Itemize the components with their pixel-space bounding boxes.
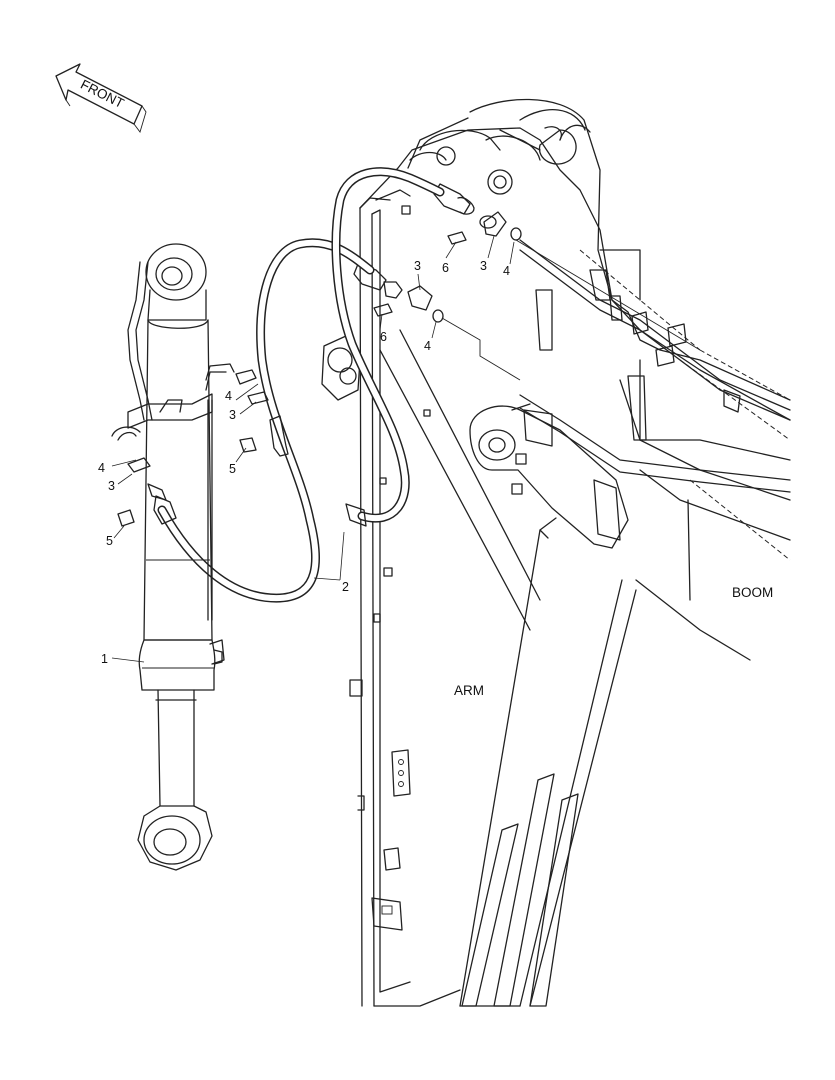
callout-3-right-upper: 3 <box>480 259 487 273</box>
front-arrow-icon: FRONT <box>55 63 147 133</box>
callout-3-right-lower: 3 <box>414 259 421 273</box>
front-arrow-label: FRONT <box>78 77 126 111</box>
callout-5-left-lower: 5 <box>106 534 113 548</box>
hose-assembly-2 <box>147 167 445 603</box>
callout-4-right-lower: 4 <box>424 339 431 353</box>
callout-1: 1 <box>101 652 108 666</box>
hydraulic-cylinder <box>111 243 235 871</box>
arm-fittings-upper <box>433 183 701 351</box>
callout-4-left-upper: 4 <box>225 389 232 403</box>
leader-lines <box>111 235 515 663</box>
callout-2: 2 <box>342 580 349 594</box>
callout-5-left-upper: 5 <box>229 462 236 476</box>
callout-4-right-upper: 4 <box>503 264 510 278</box>
callout-4-left-lower: 4 <box>98 461 105 475</box>
callout-6-right-upper: 6 <box>442 261 449 275</box>
boom-pipes <box>519 239 791 493</box>
callout-3-left-lower: 3 <box>108 479 115 493</box>
label-arm: ARM <box>454 683 484 698</box>
arm-fittings-lower <box>353 263 521 381</box>
cylinder-fittings <box>117 369 289 527</box>
boom-structure <box>407 98 791 661</box>
callout-6-right-lower: 6 <box>380 330 387 344</box>
arm-structure <box>321 124 637 1007</box>
callout-3-left-upper: 3 <box>229 408 236 422</box>
label-boom: BOOM <box>732 585 773 600</box>
